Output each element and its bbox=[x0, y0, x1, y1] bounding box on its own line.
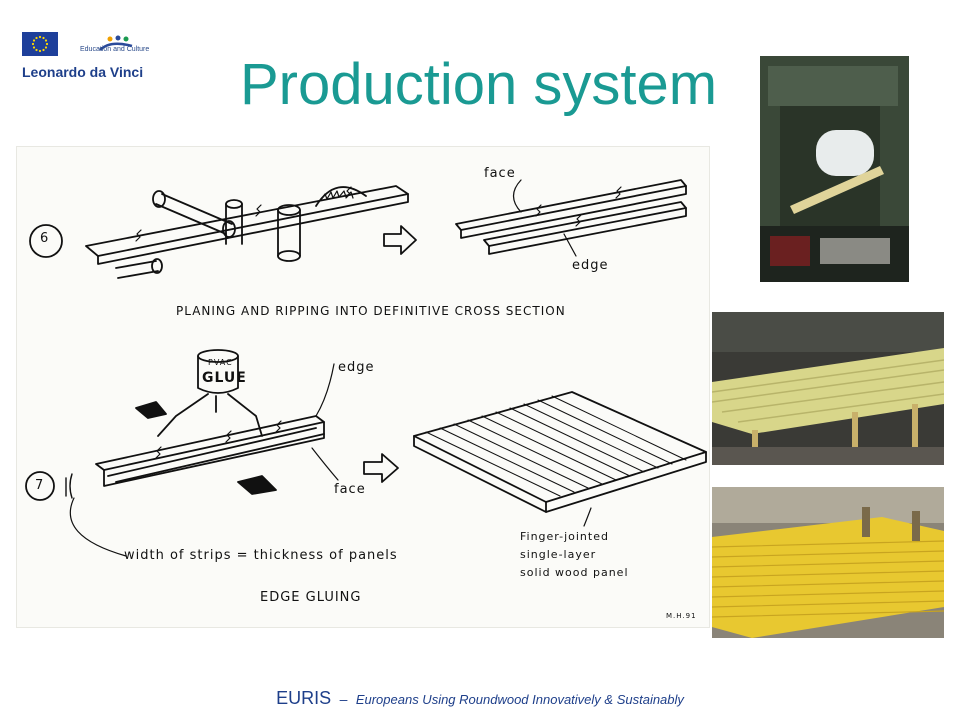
step7-circle bbox=[25, 471, 55, 501]
roller-3 bbox=[225, 199, 243, 245]
finished-panel bbox=[413, 391, 707, 513]
step7-face-label: face bbox=[334, 482, 366, 497]
glue-top-label: PVAC bbox=[208, 358, 233, 367]
raw-board bbox=[85, 185, 409, 257]
step6-caption: PLANING AND RIPPING INTO DEFINITIVE CROS… bbox=[176, 304, 566, 318]
slide-title: Production system bbox=[240, 52, 718, 117]
roller-4 bbox=[277, 204, 301, 262]
step6-face-label: face bbox=[484, 166, 516, 181]
strips-on-table-photo bbox=[712, 312, 944, 465]
author-initials: M.H.91 bbox=[666, 612, 697, 620]
glued-panels-photo bbox=[712, 487, 944, 638]
step7-number: 7 bbox=[35, 478, 45, 493]
press-arrow-bottom bbox=[237, 475, 277, 495]
panel-note-line-3: solid wood panel bbox=[520, 566, 629, 579]
panel-pointer bbox=[583, 507, 592, 527]
footer-acronym: EURIS bbox=[276, 688, 332, 708]
ec-caption: Education and Culture bbox=[80, 46, 150, 53]
panel-note-line-1: Finger-jointed bbox=[520, 530, 609, 543]
edge-glued-strips bbox=[95, 415, 325, 487]
leonardo-da-vinci-logo: Education and Culture Leonardo da Vinci bbox=[22, 26, 172, 86]
saw-blade bbox=[315, 186, 367, 207]
step6-edge-label: edge bbox=[572, 258, 609, 273]
face-pointer bbox=[512, 179, 522, 213]
step7-edge-label: edge bbox=[338, 360, 375, 375]
sketch-drawing bbox=[25, 179, 707, 557]
width-note: width of strips = thickness of panels bbox=[124, 548, 398, 563]
footer-tagline: Europeans Using Roundwood Innovatively &… bbox=[355, 692, 684, 707]
footer-dash: – bbox=[339, 691, 348, 707]
step6-number: 6 bbox=[40, 231, 50, 246]
planing-machine-photo bbox=[760, 56, 909, 282]
step7-caption: EDGE GLUING bbox=[260, 590, 362, 605]
roller-2 bbox=[115, 258, 163, 279]
width-note-arrow bbox=[69, 497, 127, 557]
production-sketch: 6 face edge PLANING AND RIPPING INTO DEF… bbox=[16, 146, 710, 628]
panel-note-line-2: single-layer bbox=[520, 548, 597, 561]
roller-1 bbox=[152, 190, 236, 238]
eu-flag-icon bbox=[22, 32, 58, 56]
press-arrow-top bbox=[135, 401, 167, 419]
face7-pointer bbox=[311, 447, 339, 481]
glue-label: GLUE bbox=[202, 370, 247, 386]
ripped-strips bbox=[455, 179, 687, 255]
footer: EURIS – Europeans Using Roundwood Innova… bbox=[0, 688, 960, 709]
arrow-step7 bbox=[363, 453, 399, 483]
program-name: Leonardo da Vinci bbox=[22, 64, 144, 80]
edge7-pointer bbox=[315, 363, 335, 417]
arrow-step6 bbox=[383, 225, 417, 255]
edge-pointer bbox=[563, 233, 577, 257]
glue-pot bbox=[157, 349, 263, 437]
raw-board-side bbox=[97, 193, 409, 265]
education-culture-icon bbox=[99, 35, 133, 51]
step6-circle bbox=[29, 224, 63, 258]
